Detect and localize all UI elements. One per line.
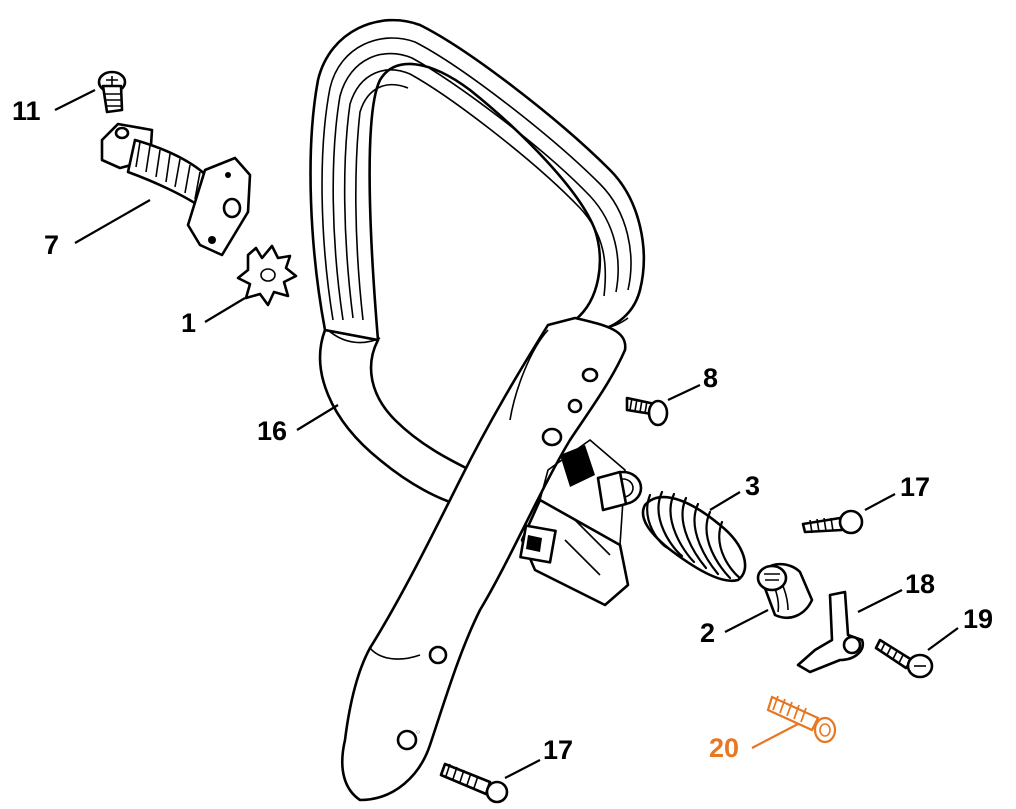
callout-16[interactable]: 16 (257, 418, 287, 445)
callout-11[interactable]: 11 (12, 98, 41, 125)
leader-16 (297, 405, 338, 430)
callout-3[interactable]: 3 (745, 473, 760, 500)
leader-17-bottom (505, 760, 540, 778)
spring-part-3 (643, 492, 745, 581)
leader-8 (668, 385, 700, 400)
stop-part-2 (758, 564, 812, 618)
callout-1[interactable]: 1 (181, 310, 196, 337)
leader-2 (725, 610, 768, 632)
callout-19[interactable]: 19 (963, 606, 993, 633)
screw-part-19 (876, 640, 932, 677)
leader-1 (205, 298, 245, 322)
leader-11 (55, 90, 95, 110)
callout-17-right[interactable]: 17 (900, 474, 930, 501)
callout-18[interactable]: 18 (905, 571, 935, 598)
callout-17-bottom[interactable]: 17 (543, 737, 573, 764)
leader-7 (75, 200, 150, 243)
leader-18 (858, 590, 902, 612)
screw-part-11 (99, 72, 125, 112)
screw-part-8 (627, 398, 667, 425)
buffer-part-1 (238, 246, 296, 305)
leader-20 (752, 724, 798, 748)
handlebar-part-16 (311, 20, 644, 800)
leader-19 (928, 628, 958, 650)
callout-20-highlighted[interactable]: 20 (709, 735, 739, 762)
leader-3 (710, 492, 740, 510)
leader-17-right (865, 494, 895, 510)
callout-8[interactable]: 8 (703, 365, 718, 392)
av-element-part-7 (102, 124, 250, 255)
callout-7[interactable]: 7 (44, 232, 59, 259)
screw-part-17-right (803, 511, 862, 533)
screw-part-17-bottom (441, 764, 507, 802)
callout-2[interactable]: 2 (700, 620, 715, 647)
